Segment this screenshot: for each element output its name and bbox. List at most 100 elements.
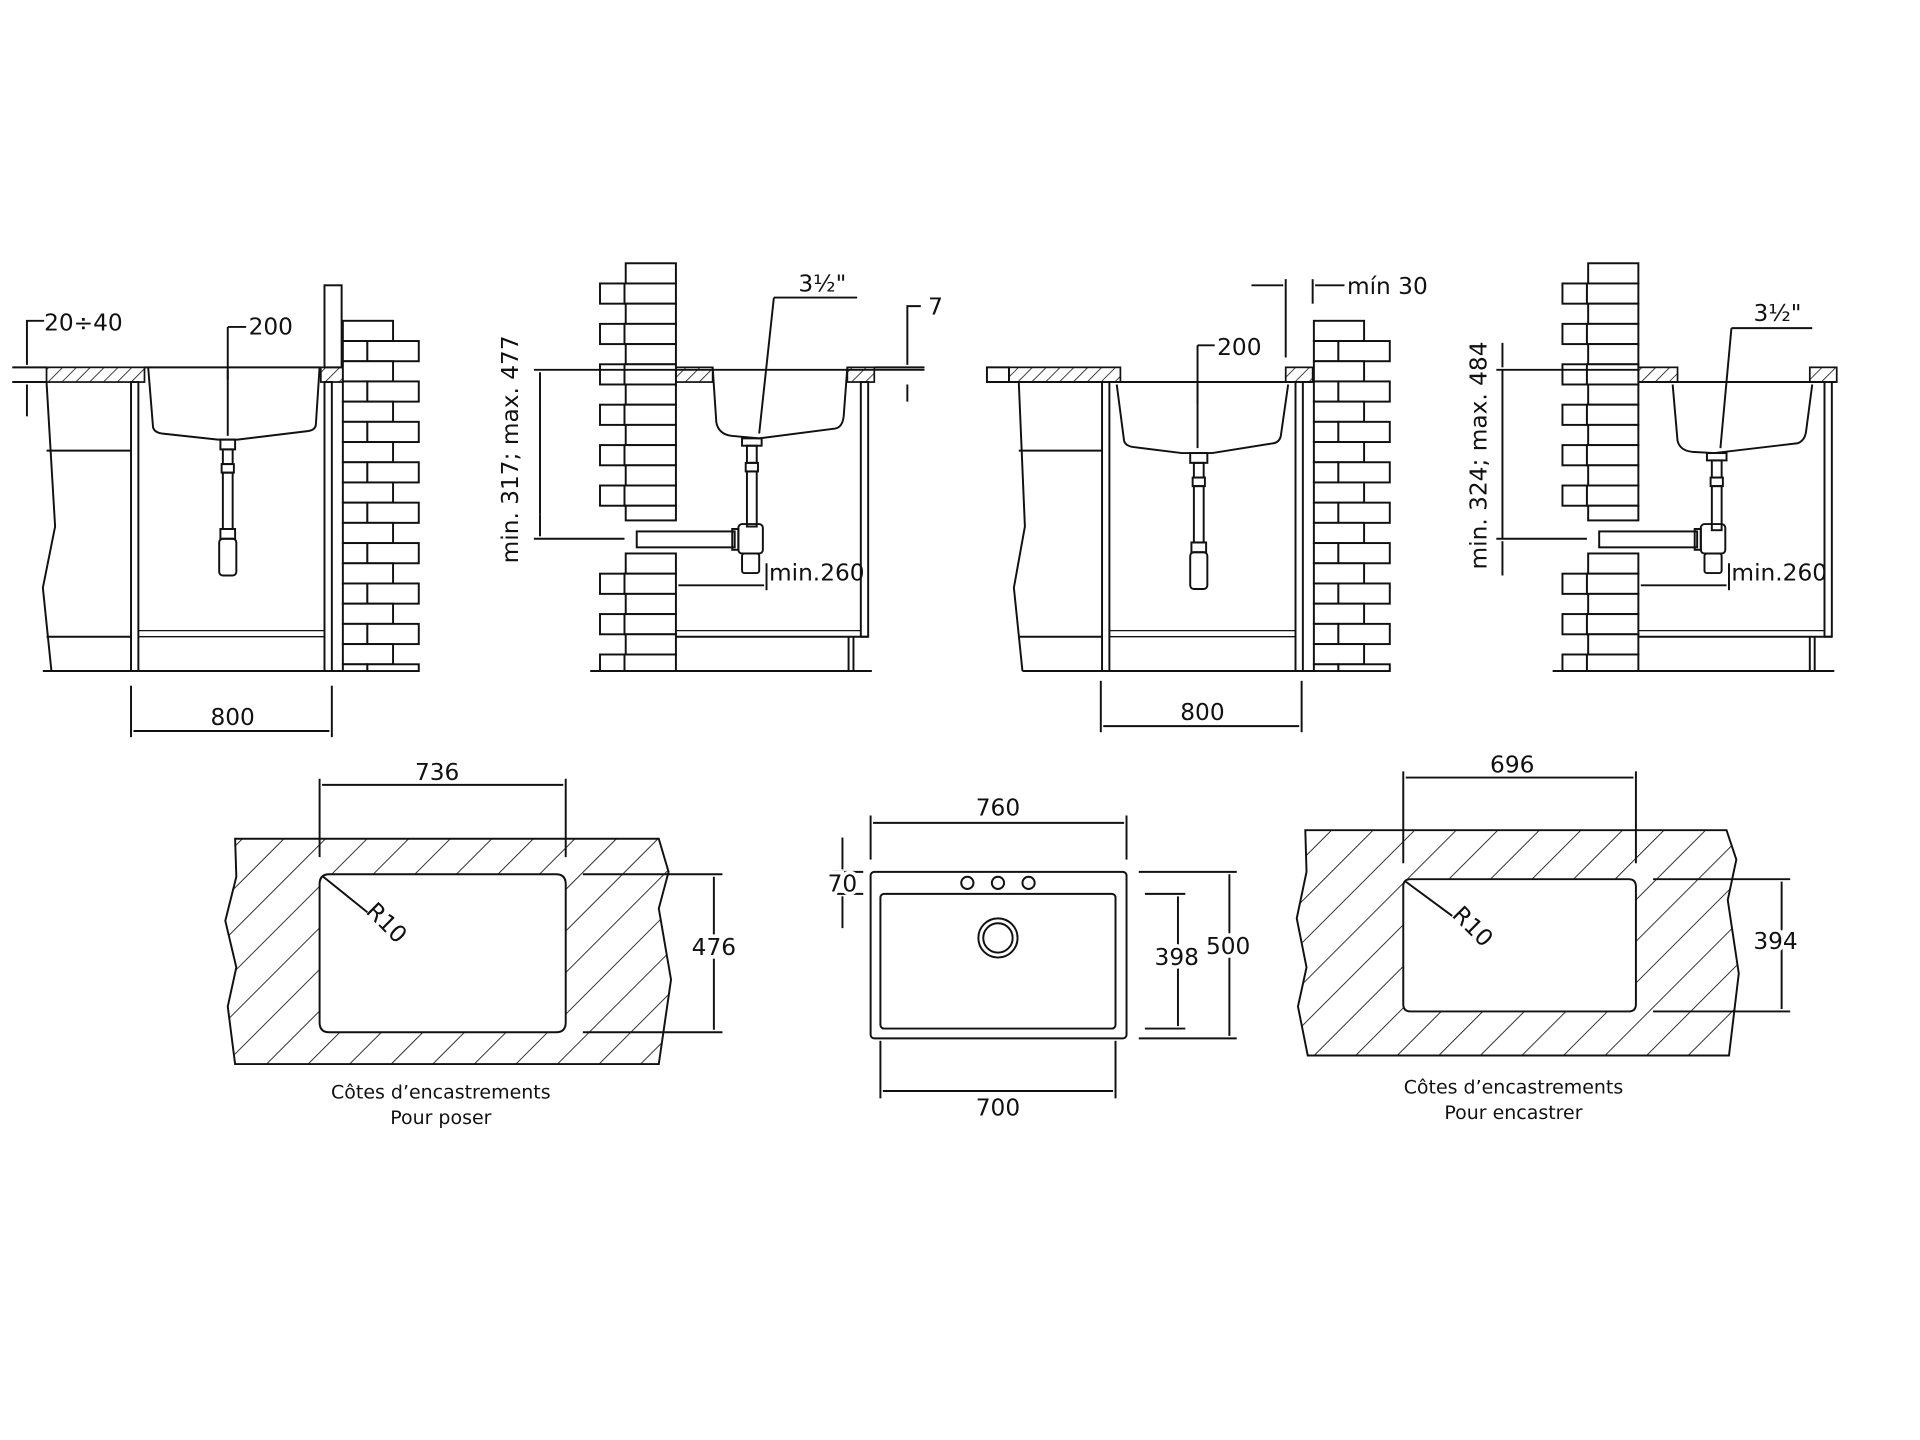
dim-800-view3: 800 bbox=[1180, 699, 1224, 726]
dim-height-view2: min. 317; max. 477 bbox=[497, 335, 524, 563]
brick bbox=[366, 663, 420, 672]
brick-wall bbox=[1561, 262, 1640, 522]
brick bbox=[341, 380, 369, 403]
tap-hole bbox=[1021, 875, 1036, 890]
drain-size-view2: 3½" bbox=[798, 270, 846, 297]
brick bbox=[1561, 444, 1588, 467]
brick bbox=[623, 444, 677, 467]
brick bbox=[623, 484, 677, 507]
brick bbox=[1585, 613, 1640, 636]
dim-200-view1: 200 bbox=[249, 313, 293, 340]
brick bbox=[1337, 420, 1391, 444]
brick bbox=[1587, 592, 1640, 616]
radius-r10-under: R10 bbox=[1447, 901, 1498, 952]
drain-size-view4: 3½" bbox=[1753, 300, 1801, 327]
brick bbox=[1587, 633, 1640, 656]
brick bbox=[341, 340, 369, 363]
brick bbox=[341, 441, 395, 464]
dim-760: 760 bbox=[976, 795, 1020, 822]
brick bbox=[1312, 562, 1366, 585]
brick bbox=[1312, 461, 1340, 484]
sink-bowl bbox=[1115, 384, 1290, 455]
brick bbox=[624, 633, 677, 656]
tap-hole bbox=[990, 875, 1006, 890]
brick bbox=[599, 653, 626, 672]
brick bbox=[1337, 380, 1391, 403]
cutout-top-mount-plan: 736 476 R10 Côtes d’encastrements Pour p… bbox=[224, 759, 740, 1129]
brick bbox=[341, 319, 395, 342]
cabinet-side-edge bbox=[41, 381, 57, 672]
brick bbox=[1312, 319, 1366, 342]
sink-plan-view: 760 70 398 500 700 bbox=[824, 795, 1254, 1122]
brick bbox=[366, 461, 420, 484]
dim-min30-view3: mín 30 bbox=[1347, 273, 1428, 300]
brick bbox=[1561, 653, 1588, 672]
brick bbox=[624, 343, 677, 366]
brick bbox=[366, 622, 420, 646]
brick bbox=[1561, 572, 1588, 595]
brick bbox=[1587, 383, 1640, 406]
brick bbox=[599, 322, 626, 346]
brick bbox=[1585, 403, 1640, 426]
brick bbox=[1312, 420, 1340, 444]
brick bbox=[366, 380, 420, 403]
siphon bbox=[635, 437, 764, 575]
dim-500: 500 bbox=[1206, 933, 1250, 960]
brick bbox=[1337, 663, 1391, 672]
brick bbox=[1337, 461, 1391, 484]
sink-bowl bbox=[1671, 384, 1814, 455]
brick bbox=[1585, 484, 1640, 507]
brick bbox=[341, 663, 369, 672]
brick bbox=[1312, 602, 1366, 625]
brick bbox=[1312, 663, 1340, 672]
brick bbox=[341, 562, 395, 585]
brick bbox=[366, 340, 420, 363]
brick-wall bbox=[1561, 552, 1640, 672]
brick bbox=[1585, 282, 1640, 305]
section-view-3: 200 mín 30 800 bbox=[985, 273, 1428, 733]
brick bbox=[624, 592, 677, 616]
sink-bowl bbox=[144, 366, 321, 441]
brick bbox=[1312, 400, 1366, 423]
caption-line1-top: Côtes d’encastrements bbox=[331, 1081, 551, 1103]
brick bbox=[1337, 582, 1391, 605]
section-view-1: 200 20÷40 800 bbox=[12, 284, 420, 738]
brick bbox=[341, 602, 395, 625]
tap-hole bbox=[960, 875, 975, 890]
brick bbox=[624, 504, 677, 522]
brick-wall bbox=[341, 319, 420, 672]
brick bbox=[1561, 322, 1588, 346]
brick bbox=[366, 501, 420, 524]
brick bbox=[599, 572, 626, 595]
brick bbox=[1312, 582, 1340, 605]
countertop-left bbox=[45, 366, 146, 383]
brick bbox=[341, 582, 369, 605]
brick bbox=[623, 613, 677, 636]
dim-min260-view2: min.260 bbox=[769, 559, 865, 586]
dim-height-view4: min. 324; max. 484 bbox=[1466, 341, 1493, 569]
brick bbox=[1587, 302, 1640, 325]
sink-bowl bbox=[711, 367, 849, 440]
brick bbox=[599, 444, 626, 467]
dim-696: 696 bbox=[1490, 752, 1534, 779]
brick bbox=[624, 302, 677, 325]
brick bbox=[1312, 622, 1340, 646]
brick bbox=[623, 572, 677, 595]
brick bbox=[1337, 622, 1391, 646]
dim-gap-view1: 20÷40 bbox=[44, 310, 123, 337]
cutout-undermount-plan: 696 394 R10 Côtes d’encastrements Pour e… bbox=[1295, 752, 1801, 1124]
brick bbox=[1312, 501, 1340, 524]
dim-476: 476 bbox=[692, 934, 736, 961]
brick bbox=[1561, 484, 1588, 507]
brick bbox=[366, 542, 420, 565]
brick bbox=[624, 423, 677, 447]
brick bbox=[624, 464, 677, 487]
brick bbox=[341, 521, 395, 545]
brick bbox=[623, 282, 677, 305]
brick bbox=[1312, 643, 1366, 666]
cabinet-wall-left bbox=[130, 381, 140, 672]
brick bbox=[341, 481, 395, 504]
brick bbox=[1587, 262, 1640, 285]
brick bbox=[1561, 403, 1588, 426]
brick bbox=[1312, 542, 1340, 565]
